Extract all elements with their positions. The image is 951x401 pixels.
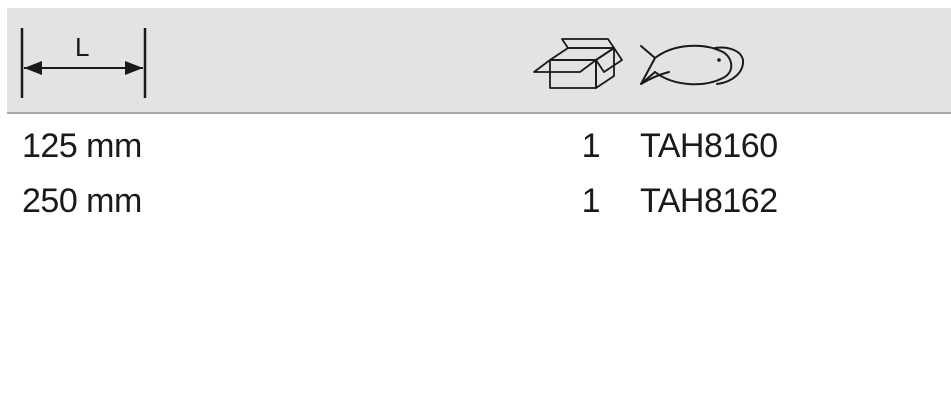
article-code-cell: TAH8162 xyxy=(640,182,778,220)
package-box-icon xyxy=(533,38,623,89)
length-cell: 125 mm xyxy=(22,127,142,165)
article-code-cell: TAH8160 xyxy=(640,127,778,165)
table-row: 250 mm 1 TAH8162 xyxy=(0,173,951,228)
quantity-cell: 1 xyxy=(581,182,601,220)
fish-icon xyxy=(640,44,745,86)
table-row: 125 mm 1 TAH8160 xyxy=(0,118,951,173)
length-dimension-icon: L xyxy=(20,28,147,98)
length-cell: 250 mm xyxy=(22,182,142,220)
product-table: 125 mm 1 TAH8160 250 mm 1 TAH8162 xyxy=(0,112,951,228)
quantity-cell: 1 xyxy=(581,127,601,165)
table-header: L xyxy=(7,8,951,114)
length-symbol: L xyxy=(75,32,89,62)
